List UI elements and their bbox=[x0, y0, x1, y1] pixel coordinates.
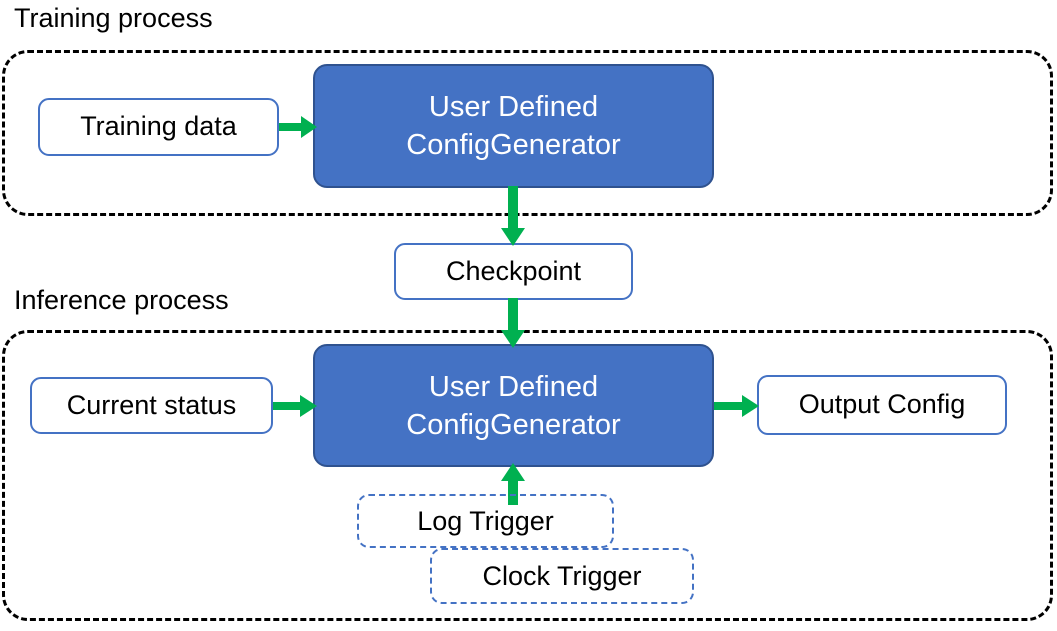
node-training-data-label: Training data bbox=[80, 111, 237, 142]
inference-generator-line2: ConfigGenerator bbox=[406, 408, 621, 441]
inference-process-group bbox=[2, 330, 1053, 621]
node-log-trigger-label: Log Trigger bbox=[417, 505, 554, 536]
node-output-config[interactable]: Output Config bbox=[757, 375, 1007, 435]
node-inference-config-generator[interactable]: User Defined ConfigGenerator bbox=[313, 344, 714, 467]
node-training-data[interactable]: Training data bbox=[38, 98, 279, 156]
training-process-title: Training process bbox=[14, 3, 213, 33]
training-generator-line2: ConfigGenerator bbox=[406, 129, 621, 161]
node-checkpoint-label: Checkpoint bbox=[445, 255, 582, 286]
node-training-config-generator[interactable]: User Defined ConfigGenerator bbox=[313, 64, 714, 188]
node-log-trigger[interactable]: Log Trigger bbox=[357, 494, 614, 548]
inference-generator-line1: User Defined bbox=[428, 370, 599, 403]
inference-process-title: Inference process bbox=[14, 285, 229, 315]
node-clock-trigger-label: Clock Trigger bbox=[482, 560, 642, 591]
training-generator-line1: User Defined bbox=[428, 91, 599, 123]
node-output-config-label: Output Config bbox=[798, 389, 966, 420]
node-current-status[interactable]: Current status bbox=[30, 377, 273, 434]
node-checkpoint[interactable]: Checkpoint bbox=[394, 243, 633, 300]
training-process-group bbox=[2, 50, 1053, 216]
node-current-status-label: Current status bbox=[66, 389, 237, 420]
node-clock-trigger[interactable]: Clock Trigger bbox=[430, 548, 694, 604]
